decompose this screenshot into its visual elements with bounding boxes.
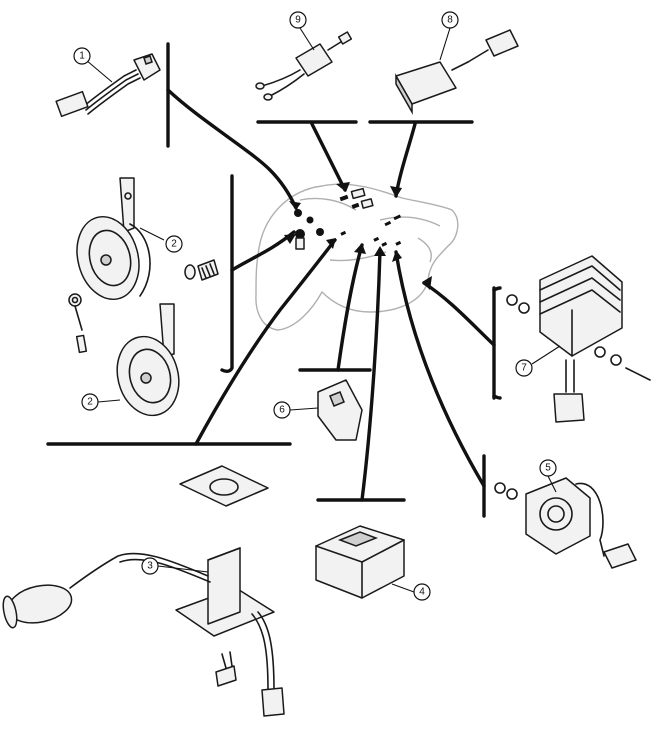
callout-8: 8 <box>441 11 459 29</box>
horn-mounting-hardware <box>68 259 219 354</box>
part-4-unit <box>315 525 415 599</box>
part-8-connector <box>395 27 519 115</box>
callout-2-upper-label: 2 <box>171 239 177 250</box>
callout-7-label: 7 <box>521 363 527 374</box>
part-2-horn-lower <box>97 303 180 417</box>
callout-5: 5 <box>539 459 557 477</box>
leader-arrowheads <box>284 182 432 290</box>
callout-2-upper: 2 <box>165 235 183 253</box>
part-6-relay <box>289 379 363 441</box>
callout-7: 7 <box>515 359 533 377</box>
callout-3-label: 3 <box>147 561 153 572</box>
part-3-fuel-sender <box>2 465 285 717</box>
part-7-regulator <box>506 255 651 423</box>
callout-6-label: 6 <box>279 405 285 416</box>
callout-9-label: 9 <box>295 15 301 26</box>
part-1-wire-connector <box>55 53 161 118</box>
callout-1-label: 1 <box>79 51 85 62</box>
callout-5-label: 5 <box>545 463 551 474</box>
callout-4: 4 <box>413 583 431 601</box>
callout-3: 3 <box>141 557 159 575</box>
part-2-horn-upper <box>76 177 165 301</box>
group-brackets <box>46 42 502 518</box>
callout-9: 9 <box>289 11 307 29</box>
callout-6: 6 <box>273 401 291 419</box>
part-9-switch <box>255 27 353 101</box>
callout-8-label: 8 <box>447 15 453 26</box>
callout-1: 1 <box>73 47 91 65</box>
callout-4-label: 4 <box>419 587 425 598</box>
part-5-unit <box>494 475 637 569</box>
frame-mount-markers <box>294 187 402 250</box>
callout-2-lower: 2 <box>81 393 99 411</box>
callout-2-lower-label: 2 <box>87 397 93 408</box>
